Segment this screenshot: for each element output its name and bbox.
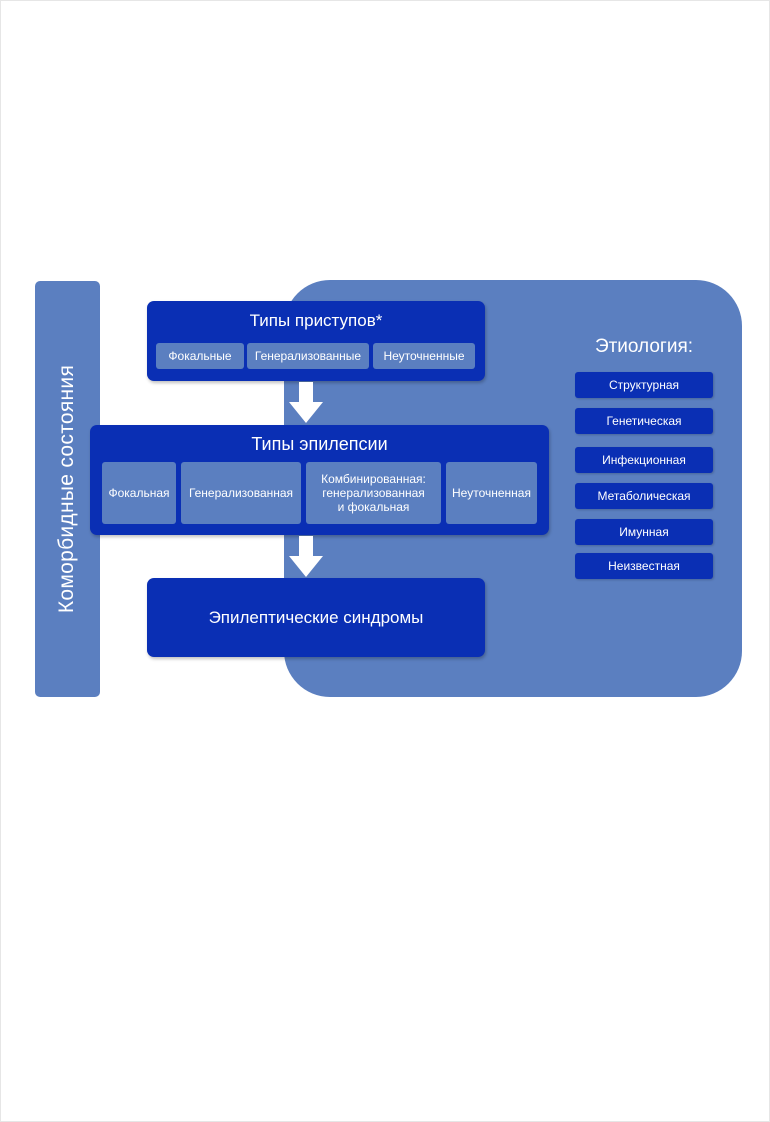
epilepsy-type-combined-line1: Комбинированная: <box>321 472 426 486</box>
epilepsy-type-combined: Комбинированная: генерализованная и фока… <box>306 462 441 524</box>
epilepsy-types-title: Типы эпилепсии <box>251 434 388 454</box>
etiology-item-immune: Имунная <box>575 519 713 545</box>
down-arrow-icon <box>289 536 323 577</box>
etiology-title: Этиология: <box>594 336 694 357</box>
seizure-type-generalized: Генерализованные <box>247 343 369 369</box>
down-arrow-icon <box>289 382 323 423</box>
epilepsy-type-combined-line2: генерализованная <box>322 486 425 500</box>
epilepsy-type-combined-line3: и фокальная <box>337 500 410 514</box>
comorbidities-label: Коморбидные состояния <box>55 364 78 614</box>
seizure-type-unknown: Неуточненные <box>373 343 475 369</box>
seizure-types-box: Типы приступов* Фокальные Генерализованн… <box>147 301 485 381</box>
epilepsy-type-focal-label: Фокальная <box>108 486 170 500</box>
epilepsy-type-generalized-label: Генерализованная <box>188 486 294 500</box>
epilepsy-type-unknown-label: Неуточненная <box>452 486 531 500</box>
seizure-type-focal: Фокальные <box>156 343 244 369</box>
etiology-item-unknown: Неизвестная <box>575 553 713 579</box>
epileptic-syndromes-title: Эпилептические синдромы <box>208 608 424 627</box>
epileptic-syndromes-box: Эпилептические синдромы <box>147 578 485 657</box>
epilepsy-type-generalized: Генерализованная <box>181 462 301 524</box>
epilepsy-type-focal: Фокальная <box>102 462 176 524</box>
etiology-item-structural: Структурная <box>575 372 713 398</box>
etiology-item-genetic: Генетическая <box>575 408 713 434</box>
comorbidities-bar <box>35 281 100 697</box>
etiology-item-infectious: Инфекционная <box>575 447 713 473</box>
epilepsy-types-box: Типы эпилепсии Фокальная Генерализованна… <box>90 425 549 535</box>
etiology-item-metabolic: Метаболическая <box>575 483 713 509</box>
epilepsy-type-unknown: Неуточненная <box>446 462 537 524</box>
seizure-types-title: Типы приступов* <box>249 311 383 330</box>
